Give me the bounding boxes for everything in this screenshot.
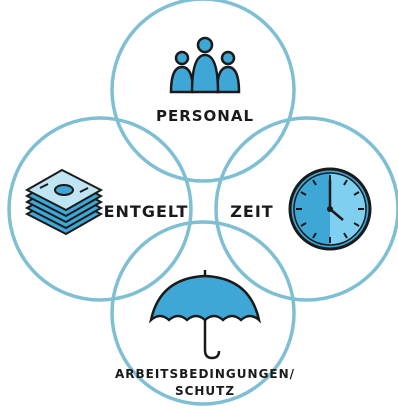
circle-entgelt bbox=[7, 116, 193, 302]
label-zeit: ZEIT bbox=[230, 202, 273, 221]
label-arbeitsbedingungen-line2: SCHUTZ bbox=[175, 384, 235, 398]
label-entgelt: ENTGELT bbox=[104, 202, 189, 221]
circle-arbeitsbedingungen bbox=[110, 220, 296, 406]
circle-zeit bbox=[214, 116, 398, 302]
label-arbeitsbedingungen-line1: ARBEITSBEDINGUNGEN/ bbox=[115, 367, 295, 381]
umbrella-icon bbox=[148, 270, 262, 360]
label-personal: PERSONAL bbox=[156, 107, 254, 125]
money-stack-icon bbox=[24, 168, 104, 236]
clock-icon bbox=[288, 167, 372, 251]
venn-circles bbox=[7, 0, 398, 406]
circle-personal bbox=[110, 0, 296, 183]
people-icon bbox=[169, 36, 241, 94]
